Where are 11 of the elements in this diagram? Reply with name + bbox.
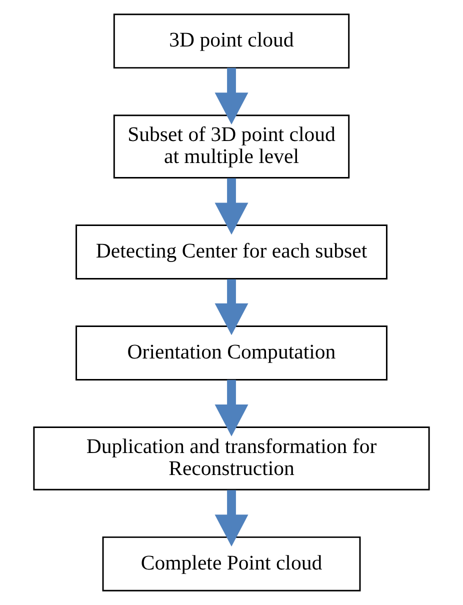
node-box: Orientation Computation [76,326,388,380]
node-box: 3D point cloud [113,14,350,69]
node-box: Complete Point cloud [102,536,361,592]
node-box: Subset of 3D point cloud at multiple level [113,114,350,178]
arrow [214,380,248,436]
arrow [214,279,248,336]
arrow [214,490,248,547]
arrow [214,68,248,124]
node-box: Detecting Center for each subset [76,224,388,280]
node-box: Duplication and transformation for Reconstruction [33,426,430,490]
arrow [214,178,248,235]
